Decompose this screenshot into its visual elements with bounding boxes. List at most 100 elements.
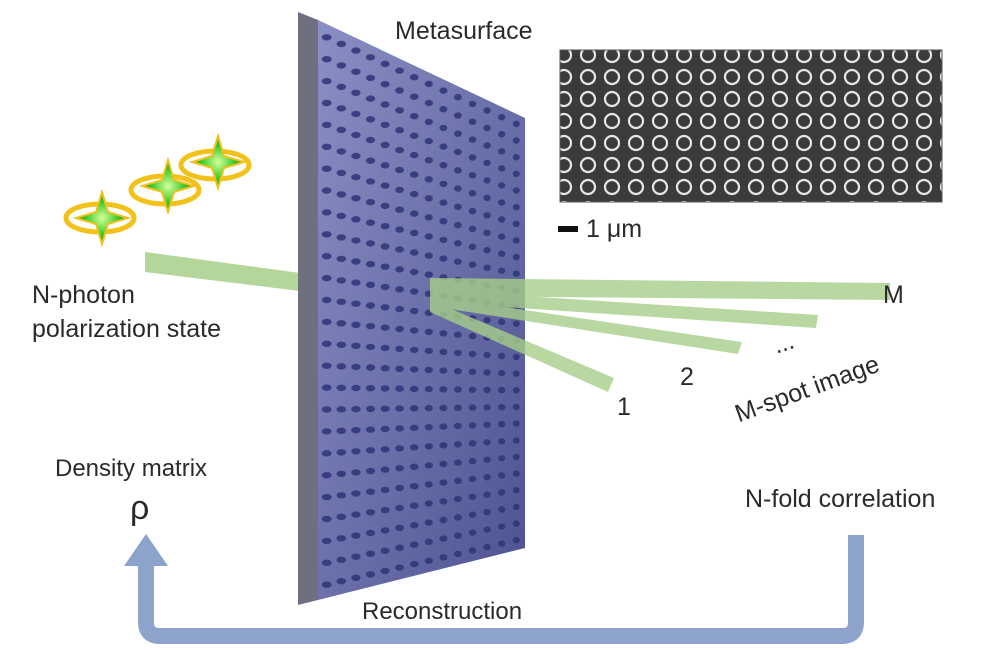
metasurface-pillar <box>454 149 462 155</box>
metasurface-pillar <box>322 363 332 369</box>
metasurface-pillar <box>395 564 404 570</box>
metasurface-pillar <box>381 61 390 67</box>
metasurface-pillar <box>454 94 462 100</box>
metasurface-pillar <box>454 368 462 374</box>
metasurface-pillar <box>483 125 490 131</box>
metasurface-pillar <box>483 404 490 410</box>
metasurface-pillar <box>381 466 390 472</box>
metasurface-pillar <box>425 367 433 373</box>
metasurface-pillar <box>454 478 462 484</box>
metasurface-pillar <box>366 302 375 308</box>
metasurface-pillar <box>513 504 520 510</box>
metasurface-edge <box>298 12 318 605</box>
scale-bar-label: 1 μm <box>586 214 642 244</box>
metasurface-pillar <box>366 137 375 143</box>
metasurface-pillar <box>513 321 520 327</box>
metasurface-pillar <box>454 514 462 520</box>
metasurface-pillar <box>425 119 433 125</box>
metasurface-pillar <box>322 100 332 106</box>
metasurface-pillar <box>410 366 419 372</box>
metasurface-pillar <box>351 258 360 264</box>
metasurface-pillar <box>366 240 375 246</box>
metasurface-pillar <box>483 387 490 393</box>
metasurface-pillar <box>337 41 347 47</box>
metasurface-pillar <box>498 523 505 529</box>
metasurface-pillar <box>351 322 360 328</box>
metasurface-pillar <box>322 78 332 84</box>
metasurface-pillar <box>483 352 490 358</box>
metasurface-pillar <box>395 445 404 451</box>
metasurface-pillar <box>337 299 347 305</box>
metasurface-pillar <box>483 195 490 201</box>
metasurface-pillar <box>439 237 447 243</box>
metasurface-pillar <box>498 506 505 512</box>
metasurface-pillar <box>425 405 433 411</box>
metasurface-pillar <box>454 386 462 392</box>
metasurface-pillar <box>498 148 505 154</box>
metasurface-pillar <box>469 404 477 410</box>
metasurface-pillar <box>439 162 447 168</box>
metasurface-pillar <box>337 191 347 197</box>
metasurface-pillar <box>410 405 419 411</box>
metasurface-pillar <box>454 332 462 338</box>
metasurface-pillar <box>381 487 390 493</box>
metasurface-pillar <box>322 538 332 544</box>
metasurface-pillar <box>454 551 462 557</box>
metasurface-pillar <box>337 62 347 68</box>
metasurface-pillar <box>483 265 490 271</box>
metasurface-pillar <box>513 187 520 193</box>
metasurface-pillar <box>410 113 419 119</box>
metasurface-pillar <box>337 406 347 412</box>
metasurface-pillar <box>337 170 347 176</box>
metasurface-pillar <box>439 367 447 373</box>
metasurface-pillar <box>410 288 419 294</box>
metasurface-pillar <box>366 323 375 329</box>
metasurface-pillar <box>337 514 347 520</box>
photon-state-label-line2: polarization state <box>32 314 221 344</box>
metasurface-pillar <box>469 244 477 250</box>
metasurface-pillar <box>351 448 360 454</box>
metasurface-pillar <box>439 479 447 485</box>
metasurface-pillar <box>337 385 347 391</box>
metasurface-pillar <box>351 237 360 243</box>
metasurface-pillar <box>513 470 520 476</box>
photon-star-icon <box>76 192 128 244</box>
metasurface-pillar <box>469 101 477 107</box>
metasurface-pillar <box>483 492 490 498</box>
metasurface-pillar <box>366 54 375 60</box>
metasurface-pillar <box>351 90 360 96</box>
metasurface-pillar <box>469 351 477 357</box>
metasurface-pillar <box>351 301 360 307</box>
metasurface-pillar <box>454 131 462 137</box>
metasurface-pillar <box>454 258 462 264</box>
metasurface-pillar <box>381 324 390 330</box>
metasurface-pillar <box>381 182 390 188</box>
metasurface-pillar <box>366 261 375 267</box>
metasurface-pillar <box>498 268 505 274</box>
metasurface-pillar <box>366 75 375 81</box>
metasurface-pillar <box>498 387 505 393</box>
metasurface-pillar <box>425 519 433 525</box>
photon-chain <box>66 136 249 244</box>
metasurface-pillar <box>366 406 375 412</box>
metasurface-pillar <box>337 578 347 584</box>
metasurface-pillar <box>410 210 419 216</box>
metasurface-pillar <box>469 387 477 393</box>
scale-bar <box>558 226 578 232</box>
metasurface-pillar <box>483 247 490 253</box>
metasurface-pillar <box>395 226 404 232</box>
metasurface-pillar <box>366 95 375 101</box>
metasurface-pillar <box>381 568 390 574</box>
spot-2-label: 2 <box>680 362 694 392</box>
metasurface-pillar <box>322 319 332 325</box>
metasurface-pillar <box>395 187 404 193</box>
metasurface-pillar <box>351 554 360 560</box>
metasurface-pillar <box>337 105 347 111</box>
metasurface-pillar <box>351 195 360 201</box>
metasurface-pillar <box>410 269 419 275</box>
metasurface-pillar <box>381 101 390 107</box>
metasurface-pillar <box>337 256 347 262</box>
metasurface-pillar <box>439 386 447 392</box>
metasurface-pillar <box>381 446 390 452</box>
metasurface-pillar <box>483 230 490 236</box>
